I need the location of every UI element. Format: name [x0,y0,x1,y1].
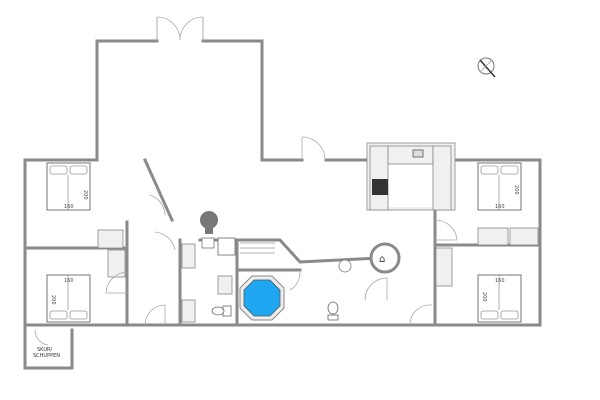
bed-1: 160 200 [46,162,91,211]
bed-width-label: 160 [64,204,74,210]
living-room-walls [95,16,369,162]
sink-icon [338,259,352,273]
sauna-bench [240,242,275,254]
terrace-double-door[interactable] [156,16,204,41]
interior-doors[interactable] [34,194,458,346]
toilet-icon [211,305,232,317]
bed-3: 160 200 [477,162,522,211]
round-shower: ⌂ [369,242,401,274]
living-door[interactable] [301,136,326,161]
compass-icon [477,57,496,78]
toilet-icon [327,301,339,321]
bed-length-label: 200 [513,185,519,195]
bed-width-label: 160 [64,278,74,284]
bed-4: 160 200 [477,274,522,323]
bed-length-label: 200 [82,190,88,200]
bed-length-label: 200 [50,295,56,305]
bed-width-label: 160 [495,204,505,210]
stove-icon [372,179,388,195]
shed-label: SCHUPPEN [33,353,60,359]
bed-length-label: 200 [481,292,487,302]
bed-width-label: 160 [495,278,505,284]
sink-icon [217,275,233,295]
kitchen [97,142,539,323]
shower-icon [217,237,236,256]
shed-label: SKUR/ [37,347,52,353]
outer-walls [23,158,542,370]
fireplace-icon [200,211,218,234]
sink-icon [412,149,424,158]
whirlpool-icon [239,275,285,321]
shower-icon: ⌂ [379,254,385,265]
bed-2: 160 200 [46,274,91,323]
